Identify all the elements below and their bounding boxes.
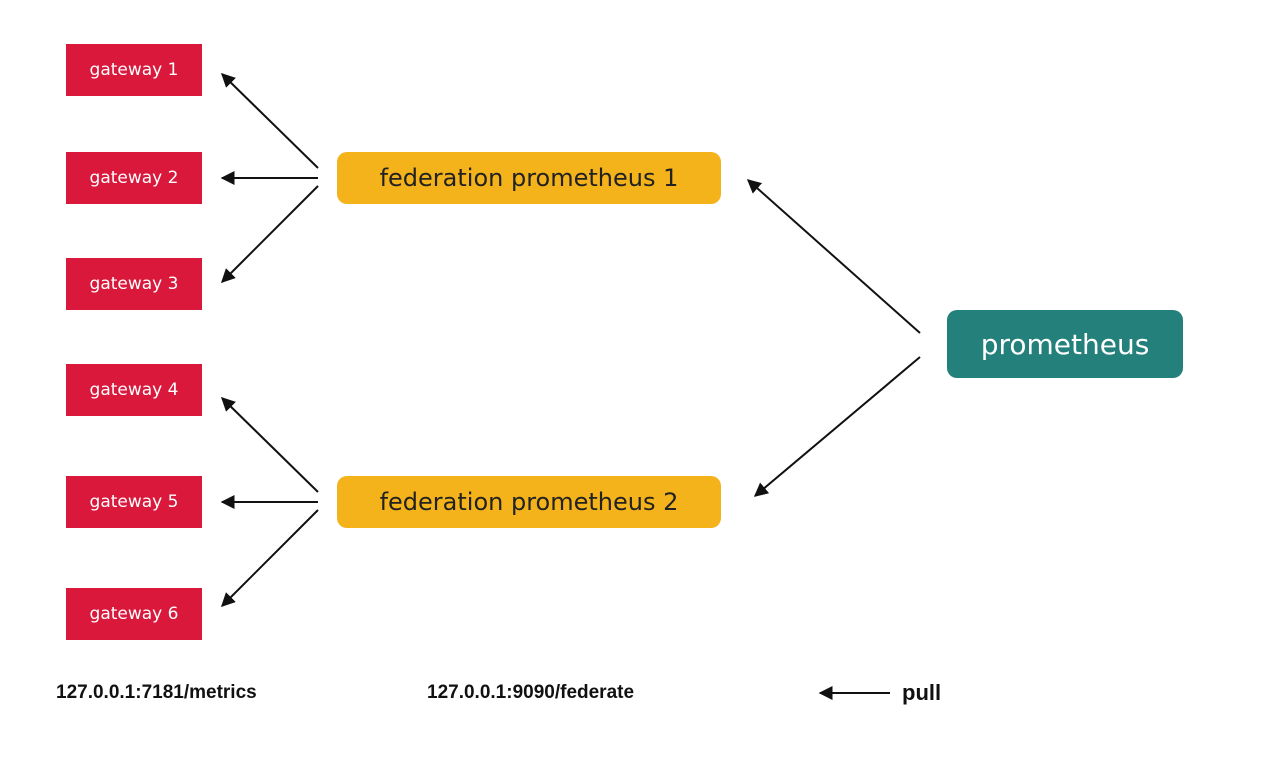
legend-pull-label: pull xyxy=(902,680,942,705)
prometheus-node: prometheus xyxy=(947,310,1183,378)
arrow-fed2-to-gateway-4 xyxy=(220,397,319,493)
prometheus-label: prometheus xyxy=(980,327,1150,361)
gateway-6-label: gateway 6 xyxy=(89,604,179,624)
gateway-2-label: gateway 2 xyxy=(89,168,179,188)
gateway-5: gateway 5 xyxy=(66,476,202,528)
gateway-3: gateway 3 xyxy=(66,258,202,310)
federation-prometheus-2: federation prometheus 2 xyxy=(337,476,721,528)
gateway-1-label: gateway 1 xyxy=(89,60,179,80)
arrow-prometheus-to-fed2 xyxy=(753,356,921,497)
gateway-1: gateway 1 xyxy=(66,44,202,96)
arrow-fed2-to-gateway-6 xyxy=(221,509,319,607)
gateway-2: gateway 2 xyxy=(66,152,202,204)
gateway-4-label: gateway 4 xyxy=(89,380,179,400)
gateway-endpoint-caption: 127.0.0.1:7181/metrics xyxy=(56,682,257,703)
arrow-fed1-to-gateway-1 xyxy=(220,73,319,169)
federation-endpoint-caption: 127.0.0.1:9090/federate xyxy=(427,682,635,703)
gateway-6: gateway 6 xyxy=(66,588,202,640)
gateway-5-label: gateway 5 xyxy=(89,492,179,512)
federation-prometheus-1: federation prometheus 1 xyxy=(337,152,721,204)
arrow-prometheus-to-fed1 xyxy=(746,179,921,334)
gateway-4: gateway 4 xyxy=(66,364,202,416)
gateway-3-label: gateway 3 xyxy=(89,274,179,294)
federation-2-label: federation prometheus 2 xyxy=(379,488,679,516)
federation-1-label: federation prometheus 1 xyxy=(379,164,679,192)
arrow-fed1-to-gateway-3 xyxy=(221,185,319,283)
